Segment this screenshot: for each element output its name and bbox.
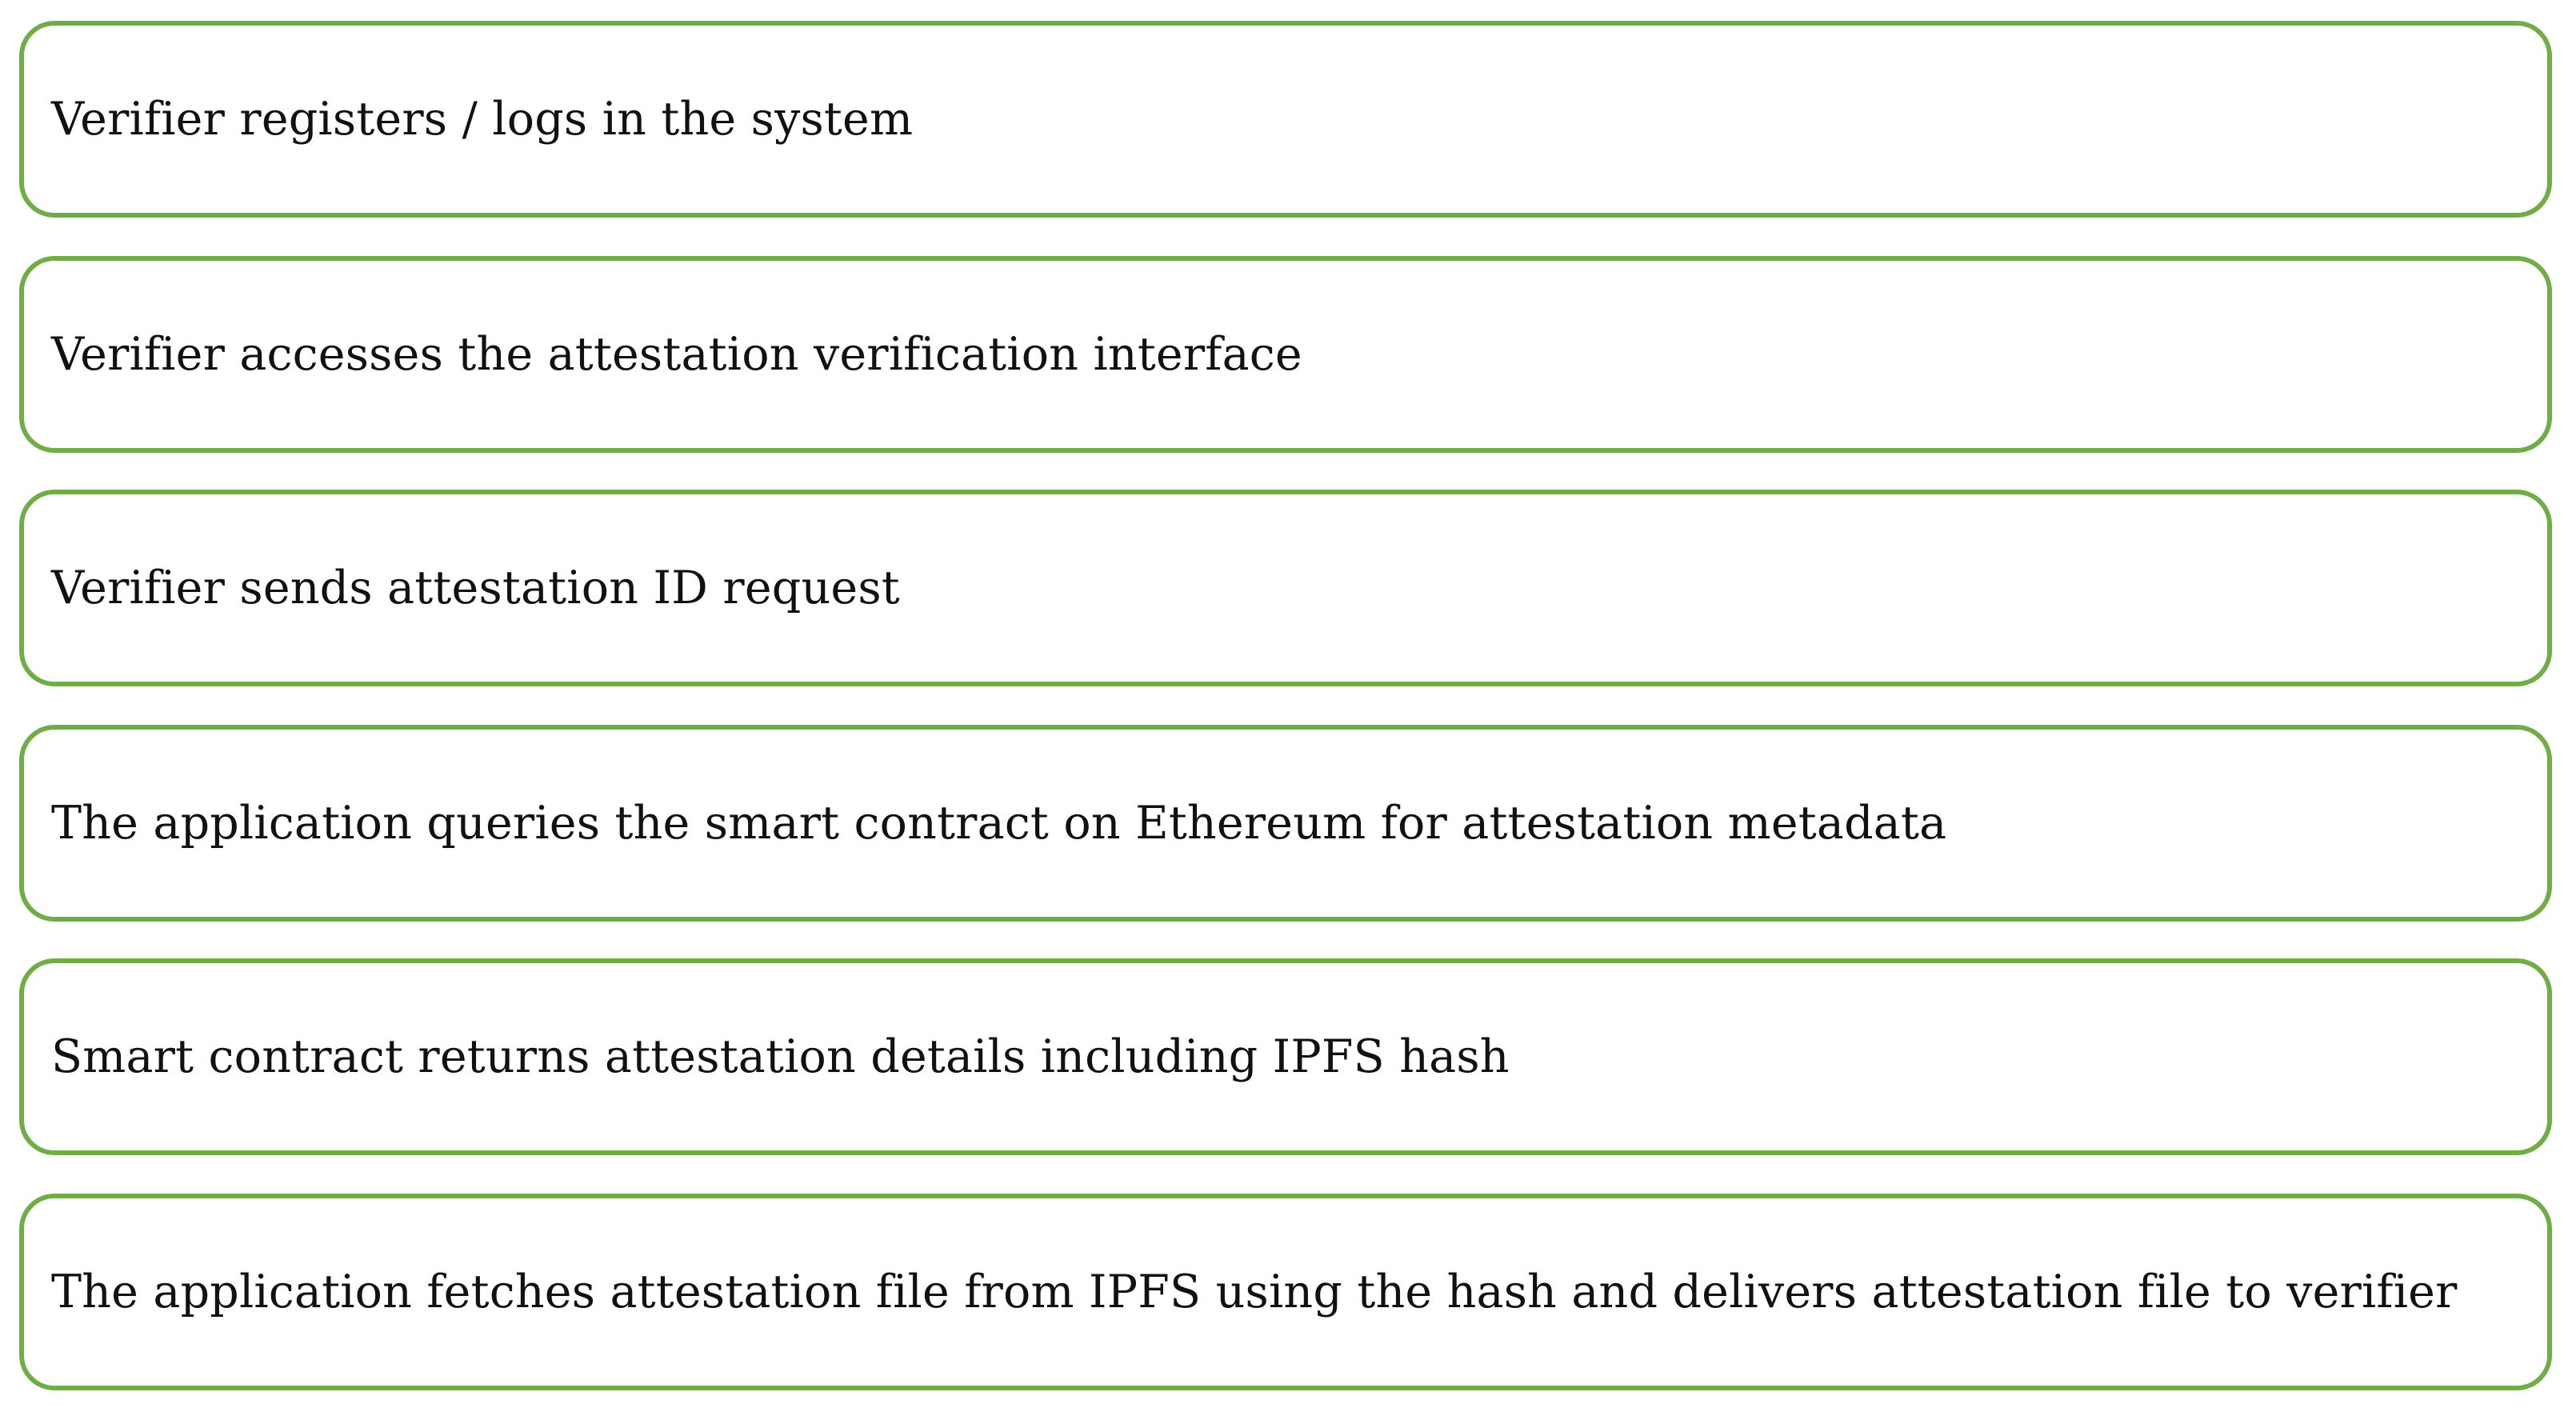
- step-label: The application queries the smart contra…: [51, 797, 1947, 850]
- step-label: Verifier registers / logs in the system: [51, 93, 914, 146]
- step-box-send-request: Verifier sends attestation ID request: [19, 490, 2552, 686]
- step-label: The application fetches attestation file…: [51, 1266, 2458, 1318]
- step-label: Verifier sends attestation ID request: [51, 562, 900, 614]
- step-label: Smart contract returns attestation detai…: [51, 1030, 1510, 1083]
- step-box-register-login: Verifier registers / logs in the system: [19, 21, 2552, 218]
- step-box-access-interface: Verifier accesses the attestation verifi…: [19, 256, 2552, 453]
- step-box-query-contract: The application queries the smart contra…: [19, 725, 2552, 922]
- step-label: Verifier accesses the attestation verifi…: [51, 328, 1302, 381]
- step-box-fetch-deliver: The application fetches attestation file…: [19, 1194, 2552, 1390]
- step-box-return-details: Smart contract returns attestation detai…: [19, 958, 2552, 1155]
